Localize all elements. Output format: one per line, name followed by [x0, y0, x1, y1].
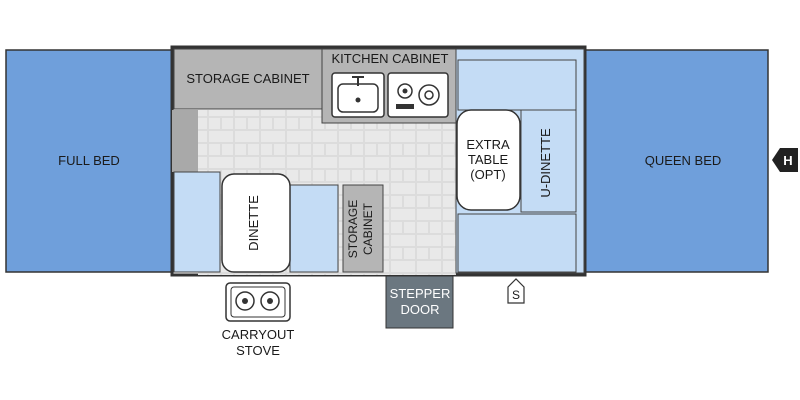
- kitchen-cabinet: KITCHEN CABINET: [321, 48, 457, 124]
- storage-cabinet-side: STORAGE CABINET: [342, 184, 384, 273]
- carryout-stove-line-2: STOVE: [236, 343, 280, 358]
- s-marker-label: S: [512, 288, 520, 302]
- storage-cabinet-top-label: STORAGE CABINET: [186, 71, 309, 86]
- s-marker: S: [507, 278, 525, 304]
- wall-strip: [172, 110, 198, 172]
- storage-cabinet-side-line-1: STORAGE: [346, 200, 360, 258]
- dinette: DINETTE: [173, 171, 339, 273]
- stovetop-icon: [387, 72, 449, 118]
- stepper-door-line-1: STEPPER: [390, 286, 451, 301]
- queen-bed: QUEEN BED: [584, 49, 769, 273]
- extra-table-line-2: TABLE: [468, 152, 509, 167]
- dinette-label: DINETTE: [246, 195, 261, 251]
- full-bed: FULL BED: [5, 49, 173, 273]
- u-dinette-label: U-DINETTE: [538, 128, 553, 198]
- kitchen-cabinet-label: KITCHEN CABINET: [331, 51, 448, 66]
- stepper-door-line-2: DOOR: [401, 302, 440, 317]
- carryout-stove-line-1: CARRYOUT: [222, 327, 295, 342]
- full-bed-label: FULL BED: [58, 153, 120, 168]
- extra-table-line-3: (OPT): [470, 167, 505, 182]
- storage-cabinet-side-line-2: CABINET: [361, 202, 375, 255]
- extra-table-line-1: EXTRA: [466, 137, 510, 152]
- carryout-stove-icon: [225, 282, 291, 322]
- sink-icon: [331, 72, 385, 118]
- storage-cabinet-top: STORAGE CABINET: [173, 48, 323, 110]
- hitch-marker: H: [772, 148, 798, 172]
- queen-bed-label: QUEEN BED: [645, 153, 722, 168]
- hitch-label: H: [783, 153, 792, 168]
- carryout-stove: CARRYOUT STOVE: [222, 282, 295, 358]
- extra-table: EXTRA TABLE (OPT): [456, 109, 521, 211]
- stepper-door: STEPPER DOOR: [385, 275, 454, 329]
